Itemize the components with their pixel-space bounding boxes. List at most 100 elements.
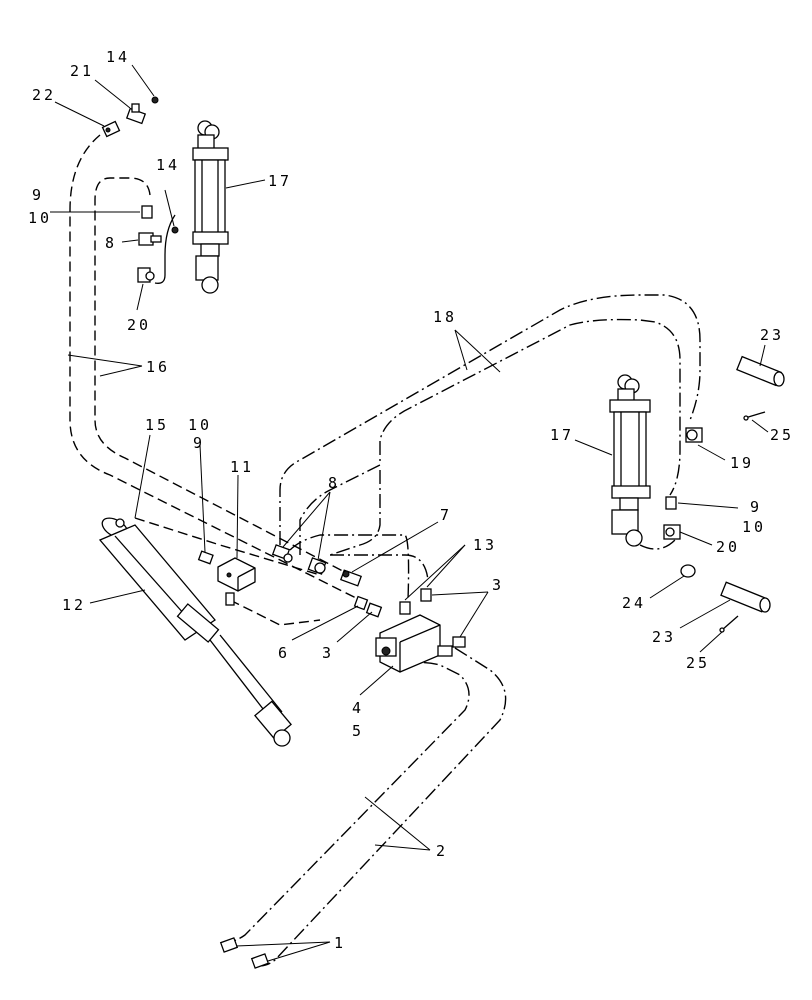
cylinder-12 <box>98 517 292 747</box>
leader-16-a <box>67 354 143 367</box>
oring-14-top <box>151 96 159 104</box>
leader-23-top <box>759 344 766 367</box>
callout-14-top: 14 <box>106 48 130 66</box>
fitting-cyl12-port <box>225 592 235 606</box>
leader-11 <box>236 474 239 559</box>
leader-22 <box>54 101 105 127</box>
fitting-9-left <box>197 550 214 565</box>
callout-9-top: 9 <box>32 186 44 204</box>
leader-25-top <box>751 419 769 433</box>
block-11 <box>217 557 256 592</box>
hose-16-inner <box>94 177 361 581</box>
hose-18-inner <box>299 318 681 555</box>
fitting-19 <box>685 427 703 443</box>
hose-18-inner-down <box>329 470 381 556</box>
leader-7 <box>351 521 439 573</box>
leader-9-right <box>677 502 739 509</box>
leader-1-a <box>235 941 331 947</box>
fitting-21 <box>125 103 147 125</box>
hose-2-outer <box>254 647 507 967</box>
callout-9-left: 9 <box>193 434 205 452</box>
callout-17-top: 17 <box>268 172 292 190</box>
fitting-3-c <box>437 645 453 657</box>
leader-16-b <box>99 365 143 377</box>
leader-21 <box>94 79 131 109</box>
callout-21: 21 <box>70 62 94 80</box>
callout-15: 15 <box>145 416 169 434</box>
fitting-1-b <box>250 953 270 969</box>
leader-8-b <box>317 491 331 561</box>
fitting-9-top <box>141 205 153 219</box>
leader-13-b <box>426 544 466 588</box>
callout-11: 11 <box>230 458 254 476</box>
callout-3-right: 3 <box>492 576 504 594</box>
leader-14-mid <box>164 189 175 227</box>
leader-14-top <box>131 64 155 97</box>
leader-8-top <box>121 239 139 243</box>
callout-5: 5 <box>352 722 364 740</box>
leader-20-top <box>136 283 144 311</box>
fitting-20-right <box>663 524 681 540</box>
callout-25-top: 25 <box>770 426 794 444</box>
leader-3-c <box>459 591 489 638</box>
leader-2-b <box>374 844 431 851</box>
valve-4 <box>375 614 441 673</box>
callout-23-top: 23 <box>760 326 784 344</box>
callout-8-top: 8 <box>105 234 117 252</box>
callout-23-bottom: 23 <box>652 628 676 646</box>
fitting-8-top <box>138 232 162 246</box>
callout-2: 2 <box>436 842 448 860</box>
hose-16-outer <box>69 134 361 601</box>
callout-25-bottom: 25 <box>686 654 710 672</box>
callout-20-right: 20 <box>716 538 740 556</box>
leader-3-a <box>336 611 373 643</box>
callout-20-top: 20 <box>127 316 151 334</box>
hose-13-a <box>289 534 410 601</box>
hose-2-inner <box>229 661 470 943</box>
leader-3-b <box>431 591 489 596</box>
fitting-13-b <box>420 588 432 602</box>
cotter-25-top <box>743 411 766 421</box>
fitting-9-right <box>665 496 677 510</box>
fitting-22 <box>101 120 121 138</box>
callout-1: 1 <box>334 934 346 952</box>
leader-18-a <box>454 329 468 371</box>
fitting-13-a <box>399 601 411 615</box>
callout-10-right: 10 <box>742 518 766 536</box>
callout-4: 4 <box>352 699 364 717</box>
leader-1-b <box>267 941 331 962</box>
leader-9-left <box>199 444 206 553</box>
leader-20-right <box>679 531 713 546</box>
callout-24: 24 <box>622 594 646 612</box>
leader-2-a <box>364 796 431 851</box>
cotter-25-bottom <box>719 615 739 633</box>
leader-12 <box>89 589 146 604</box>
leader-19 <box>697 444 726 461</box>
callout-9-right: 9 <box>750 498 762 516</box>
fitting-7 <box>339 569 363 587</box>
leader-8-a <box>282 491 331 548</box>
leader-13-a <box>404 544 466 601</box>
oring-24 <box>680 564 696 578</box>
leader-17-top <box>225 179 266 189</box>
leader-23-bottom <box>679 599 731 629</box>
callout-22: 22 <box>32 86 56 104</box>
callout-6: 6 <box>278 644 290 662</box>
leader-4 <box>359 665 394 696</box>
callout-13: 13 <box>473 536 497 554</box>
fitting-6 <box>353 595 369 611</box>
hose-13-b <box>330 554 429 581</box>
leader-25-bottom <box>699 631 723 653</box>
oring-14-mid <box>171 226 179 234</box>
hose-18-outer <box>279 294 701 545</box>
callout-8-mid: 8 <box>328 474 340 492</box>
leader-17-right <box>574 439 613 456</box>
callout-10-left: 10 <box>188 416 212 434</box>
hose-right-cyl-20 <box>639 539 676 550</box>
callout-19: 19 <box>730 454 754 472</box>
callout-10-top: 10 <box>28 209 52 227</box>
leader-18-b <box>454 329 501 373</box>
fitting-1-a <box>219 937 239 953</box>
callout-12: 12 <box>62 596 86 614</box>
leader-24 <box>649 575 685 599</box>
